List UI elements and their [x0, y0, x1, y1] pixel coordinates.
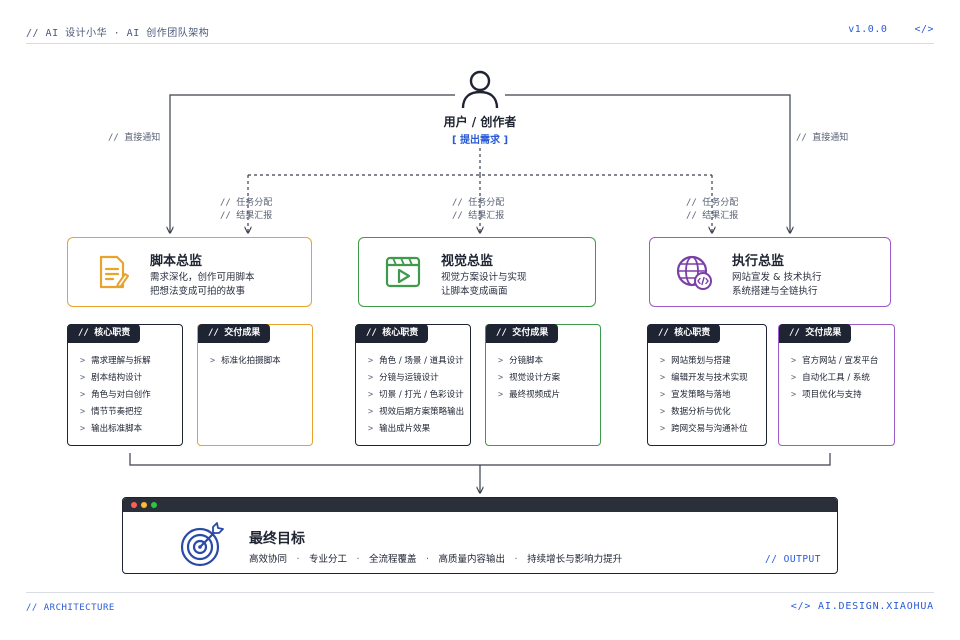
duties-box-visual: // 核心职责 >角色 / 场景 / 道具设计 >分镜与运镜设计 >切景 / 打…: [355, 324, 471, 446]
duties-box-execution: // 核心职责 >网站策划与搭建 >编辑开发与技术实现 >宣发策略与落地 >数据…: [647, 324, 767, 446]
director-title: 脚本总监: [150, 254, 203, 269]
converge-line: [129, 453, 831, 466]
deliver-box-visual: // 交付成果 >分镜脚本 >视觉设计方案 >最终视频成片: [485, 324, 601, 446]
direct-note-right: // 直接通知: [796, 133, 849, 143]
document-edit-icon: [99, 255, 129, 289]
header-version: v1.0.0 </>: [848, 24, 934, 35]
duties-tag: // 核心职责: [648, 324, 721, 343]
goal-title: 最终目标: [249, 531, 305, 547]
goal-item: 高质量内容输出: [438, 554, 506, 565]
goal-window-bar: [123, 498, 837, 512]
direct-line-left: [170, 94, 455, 233]
duties-list: >角色 / 场景 / 道具设计 >分镜与运镜设计 >切景 / 打光 / 色彩设计…: [368, 353, 464, 438]
list-item: >网站策划与搭建: [660, 356, 731, 366]
list-item: >分镜脚本: [498, 356, 544, 366]
deliver-box-script: // 交付成果 >标准化拍摄脚本: [197, 324, 313, 446]
goal-output-label: // OUTPUT: [765, 554, 821, 565]
list-item: >角色与对白创作: [80, 390, 151, 400]
user-title: 用户 / 创作者: [443, 115, 517, 129]
goal-separator: ·: [296, 554, 300, 565]
list-item: >标准化拍摄脚本: [210, 356, 281, 366]
duties-tag: // 核心职责: [68, 324, 141, 343]
director-title: 执行总监: [732, 254, 785, 269]
deliver-tag: // 交付成果: [198, 324, 271, 343]
deliver-list: >官方网站 / 宣发平台 >自动化工具 / 系统 >项目优化与支持: [791, 353, 878, 404]
target-icon: [180, 522, 224, 567]
duties-box-script: // 核心职责 >需求理解与拆解 >剧本结构设计 >角色与对白创作 >情节节奏把…: [67, 324, 183, 446]
deliver-list: >分镜脚本 >视觉设计方案 >最终视频成片: [498, 353, 560, 404]
footer-right: </> AI.DESIGN.XIAOHUA: [790, 601, 934, 612]
list-item: >自动化工具 / 系统: [791, 373, 870, 383]
list-item: >视效后期方案策略输出: [368, 407, 465, 417]
director-card-script[interactable]: 脚本总监 需求深化，创作可用脚本 把想法变成可拍的故事: [67, 237, 312, 307]
goal-item: 专业分工: [309, 554, 348, 565]
header-title: // AI 设计小华 · AI 创作团队架构: [26, 28, 210, 39]
director-card-visual[interactable]: 视觉总监 视觉方案设计与实现 让脚本变成画面: [358, 237, 596, 307]
assign-note-left: // 任务分配 // 结果汇报: [220, 198, 273, 221]
list-item: >数据分析与优化: [660, 407, 731, 417]
goal-item: 持续增长与影响力提升: [527, 554, 623, 565]
duties-list: >需求理解与拆解 >剧本结构设计 >角色与对白创作 >情节节奏把控 >输出标准脚…: [80, 353, 151, 438]
director-card-execution[interactable]: 执行总监 网站宣发 & 技术执行 系统搭建与全链执行: [649, 237, 891, 307]
list-item: >分镜与运镜设计: [368, 373, 439, 383]
goal-panel: 最终目标 高效协同·专业分工·全流程覆盖·高质量内容输出·持续增长与影响力提升 …: [122, 497, 838, 574]
director-desc: 网站宣发 & 技术执行 系统搭建与全链执行: [732, 272, 822, 297]
direct-line-right: [505, 94, 790, 233]
code-icon: </>: [914, 24, 934, 35]
list-item: >最终视频成片: [498, 390, 561, 400]
list-item: >宣发策略与落地: [660, 390, 731, 400]
goal-separator: ·: [356, 554, 360, 565]
user-subtitle: [ 提出需求 ]: [451, 135, 509, 146]
direct-note-left: // 直接通知: [108, 133, 161, 143]
list-item: >需求理解与拆解: [80, 356, 151, 366]
assign-note-mid: // 任务分配 // 结果汇报: [452, 198, 505, 221]
goal-separator: ·: [514, 554, 518, 565]
goal-separator: ·: [426, 554, 430, 565]
deliver-box-execution: // 交付成果 >官方网站 / 宣发平台 >自动化工具 / 系统 >项目优化与支…: [778, 324, 895, 446]
video-player-icon: [385, 256, 421, 288]
header-bar: // AI 设计小华 · AI 创作团队架构 v1.0.0 </>: [26, 20, 934, 44]
list-item: >项目优化与支持: [791, 390, 862, 400]
goal-item: 高效协同: [249, 554, 288, 565]
window-dot-yellow: [141, 502, 147, 508]
deliver-tag: // 交付成果: [486, 324, 559, 343]
list-item: >官方网站 / 宣发平台: [791, 356, 879, 366]
director-desc: 视觉方案设计与实现 让脚本变成画面: [441, 272, 527, 297]
list-item: >编辑开发与技术实现: [660, 373, 748, 383]
list-item: >情节节奏把控: [80, 407, 143, 417]
director-title: 视觉总监: [441, 254, 494, 269]
footer-left: // ARCHITECTURE: [26, 603, 115, 613]
deliver-tag: // 交付成果: [779, 324, 852, 343]
director-desc: 需求深化，创作可用脚本 把想法变成可拍的故事: [150, 272, 255, 297]
list-item: >视觉设计方案: [498, 373, 561, 383]
list-item: >输出成片效果: [368, 424, 431, 434]
list-item: >输出标准脚本: [80, 424, 143, 434]
window-dot-green: [151, 502, 157, 508]
list-item: >角色 / 场景 / 道具设计: [368, 356, 464, 366]
version-label: v1.0.0: [848, 24, 888, 35]
user-icon: [461, 70, 499, 109]
list-item: >剧本结构设计: [80, 373, 143, 383]
deliver-list: >标准化拍摄脚本: [210, 353, 281, 370]
duties-tag: // 核心职责: [356, 324, 429, 343]
window-dot-red: [131, 502, 137, 508]
list-item: >跨网交易与沟通补位: [660, 424, 748, 434]
assign-note-right: // 任务分配 // 结果汇报: [686, 198, 739, 221]
list-item: >切景 / 打光 / 色彩设计: [368, 390, 464, 400]
footer-bar: // ARCHITECTURE </> AI.DESIGN.XIAOHUA: [26, 592, 934, 618]
goal-item: 全流程覆盖: [369, 554, 417, 565]
duties-list: >网站策划与搭建 >编辑开发与技术实现 >宣发策略与落地 >数据分析与优化 >跨…: [660, 353, 748, 438]
globe-code-icon: [676, 255, 712, 290]
goal-items: 高效协同 · 专业分工 · 全流程覆盖 · 高质量内容输出 · 持续增长与影响力提升: [249, 551, 622, 565]
